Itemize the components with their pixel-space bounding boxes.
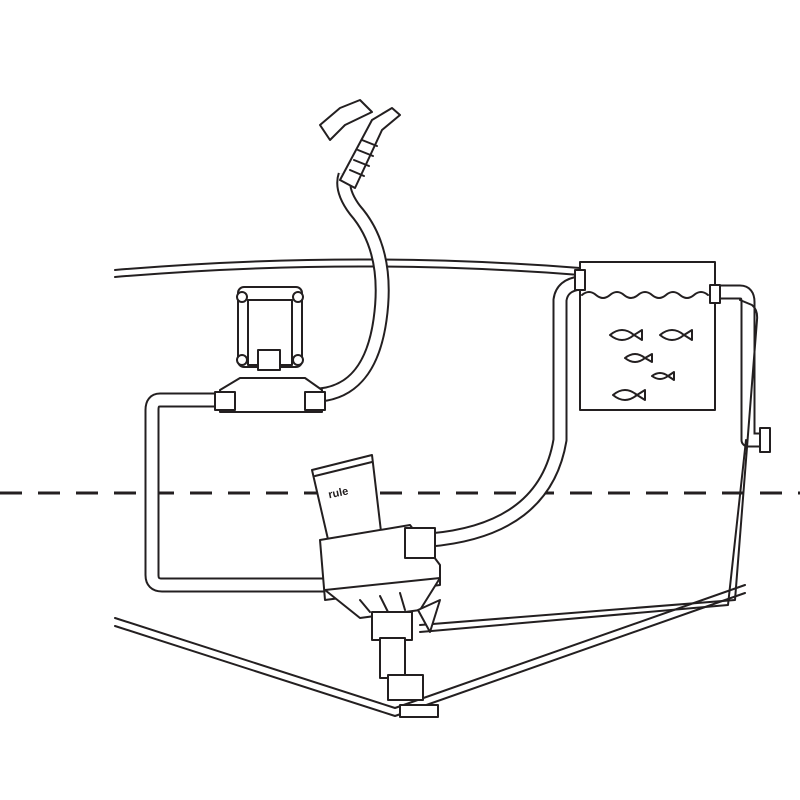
fish-icons	[609, 329, 693, 401]
pump: rule	[311, 454, 441, 718]
deck-line	[114, 258, 581, 271]
pipes	[144, 172, 760, 633]
livewell-tank	[574, 261, 771, 453]
shower-head	[319, 99, 401, 189]
hull-bottom-inner	[114, 592, 746, 717]
deck-line-inner	[114, 265, 581, 278]
hull-bottom	[114, 584, 746, 709]
pump-logo: rule	[327, 485, 349, 501]
accumulator-tank	[214, 286, 326, 413]
